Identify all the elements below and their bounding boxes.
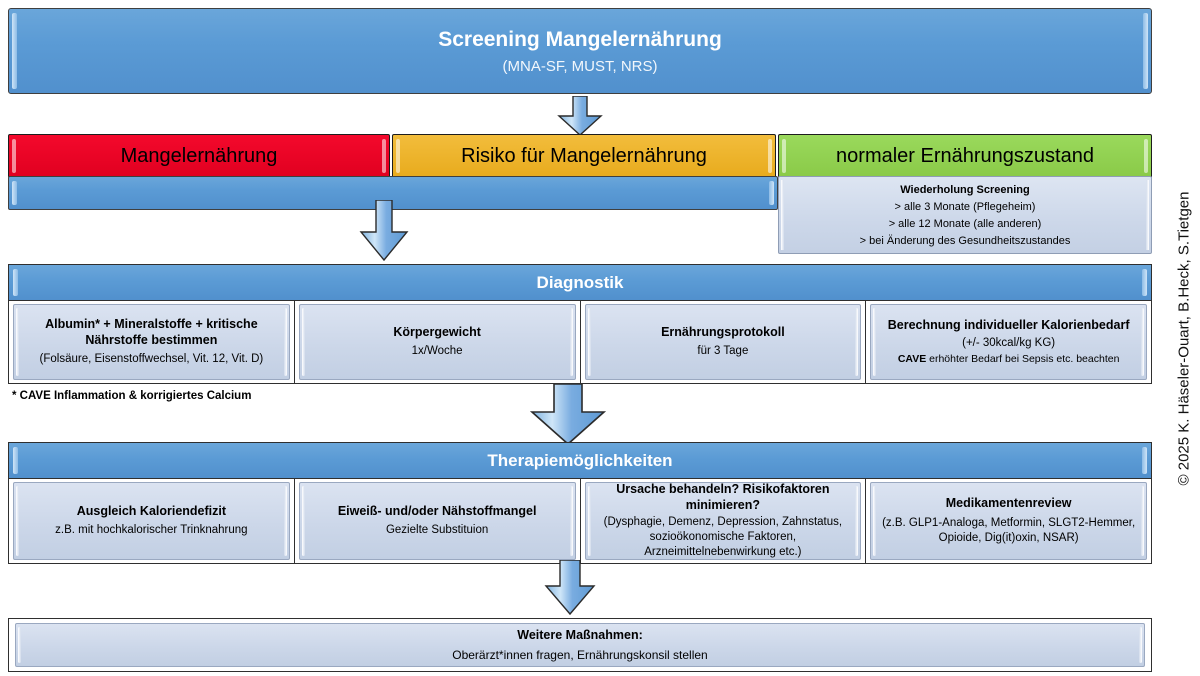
status-risk[interactable]: Risiko für Mangelernährung — [392, 134, 776, 178]
down-arrow-icon — [528, 384, 608, 446]
therapie-section: Therapiemöglichkeiten Ausgleich Kalorien… — [8, 442, 1152, 564]
repeat-screening-line: > alle 12 Monate (alle anderen) — [888, 217, 1042, 230]
cell-subtitle: (+/- 30kcal/kg KG) — [962, 336, 1056, 349]
status-malnutrition-label: Mangelernährung — [120, 144, 278, 167]
status-connector-band — [8, 176, 778, 210]
screening-box: Screening Mangelernährung (MNA-SF, MUST,… — [8, 8, 1152, 94]
screening-title: Screening Mangelernährung — [438, 27, 722, 51]
copyright-text: © 2025 K. Häseler-Ouart, B.Heck, S.Tietg… — [1175, 191, 1193, 485]
cell-title: Ausgleich Kaloriendefizit — [76, 503, 227, 518]
screening-subtitle: (MNA-SF, MUST, NRS) — [502, 57, 658, 75]
diagnostik-cell[interactable]: Berechnung individueller Kalorienbedarf … — [866, 301, 1151, 383]
down-arrow-icon — [358, 200, 410, 262]
cell-title: Berechnung individueller Kalorienbedarf — [887, 318, 1130, 333]
therapie-cell[interactable]: Eiweiß- und/oder Nähstoffmangel Gezielte… — [294, 479, 581, 563]
therapie-cell[interactable]: Medikamentenreview (z.B. GLP1-Analoga, M… — [866, 479, 1151, 563]
status-normal-label: normaler Ernährungszustand — [836, 144, 1094, 167]
cell-title: Ernährungsprotokoll — [661, 324, 785, 339]
cell-title: Albumin* + Mineralstoffe + kritische Näh… — [45, 316, 258, 347]
diagnostik-cell[interactable]: Ernährungsprotokoll für 3 Tage — [580, 301, 867, 383]
repeat-screening-line: > bei Änderung des Gesundheitszustandes — [859, 234, 1071, 247]
repeat-screening-line: > alle 3 Monate (Pflegeheim) — [894, 200, 1036, 213]
repeat-screening-panel: Wiederholung Screening > alle 3 Monate (… — [778, 176, 1152, 254]
cell-title: Medikamentenreview — [945, 496, 1072, 511]
final-title: Weitere Maßnahmen: — [517, 628, 643, 642]
cell-title: Eiweiß- und/oder Nähstoffmangel — [337, 503, 537, 518]
repeat-screening-title: Wiederholung Screening — [900, 183, 1030, 196]
status-normal[interactable]: normaler Ernährungszustand — [778, 134, 1152, 178]
diagnostik-cell[interactable]: Körpergewicht 1x/Woche — [294, 301, 581, 383]
cell-subtitle: 1x/Woche — [411, 345, 463, 358]
therapie-cell[interactable]: Ursache behandeln? Risikofaktoren minimi… — [580, 479, 867, 563]
cell-subtitle: (Dysphagie, Demenz, Depression, Zahnstat… — [603, 516, 843, 559]
cell-title: Körpergewicht — [393, 324, 481, 339]
final-subtitle: Oberärzt*innen fragen, Ernährungskonsil … — [452, 648, 708, 662]
cell-subtitle: (Folsäure, Eisenstoffwechsel, Vit. 12, V… — [39, 353, 264, 366]
cell-subtitle: Gezielte Substituion — [385, 524, 489, 537]
cave-lead: CAVE — [897, 352, 927, 365]
status-risk-label: Risiko für Mangelernährung — [461, 144, 707, 167]
cave-text: erhöhter Bedarf bei Sepsis etc. beachten — [926, 352, 1120, 365]
cell-subtitle: (z.B. GLP1-Analoga, Metformin, SLGT2-Hem… — [882, 516, 1136, 544]
down-arrow-icon — [556, 96, 604, 136]
down-arrow-icon — [540, 560, 600, 616]
diagnostik-cell[interactable]: Albumin* + Mineralstoffe + kritische Näh… — [9, 301, 295, 383]
cell-subtitle: für 3 Tage — [697, 345, 749, 358]
final-measures-box[interactable]: Weitere Maßnahmen: Oberärzt*innen fragen… — [8, 618, 1152, 672]
therapie-cells: Ausgleich Kaloriendefizit z.B. mit hochk… — [9, 479, 1151, 563]
diagnostik-footnote: * CAVE Inflammation & korrigiertes Calci… — [12, 390, 252, 402]
diagnostik-cells: Albumin* + Mineralstoffe + kritische Näh… — [9, 301, 1151, 383]
cell-subtitle: z.B. mit hochkalorischer Trinknahrung — [55, 524, 248, 537]
therapie-title: Therapiemöglichkeiten — [9, 443, 1151, 479]
status-malnutrition[interactable]: Mangelernährung — [8, 134, 390, 178]
copyright-notice: © 2025 K. Häseler-Ouart, B.Heck, S.Tietg… — [1167, 0, 1200, 676]
cell-title: Ursache behandeln? Risikofaktoren minimi… — [616, 481, 830, 512]
therapie-cell[interactable]: Ausgleich Kaloriendefizit z.B. mit hochk… — [9, 479, 295, 563]
diagnostik-title: Diagnostik — [9, 265, 1151, 301]
diagnostik-section: Diagnostik Albumin* + Mineralstoffe + kr… — [8, 264, 1152, 384]
cell-note: CAVE erhöhter Bedarf bei Sepsis etc. bea… — [898, 353, 1120, 366]
